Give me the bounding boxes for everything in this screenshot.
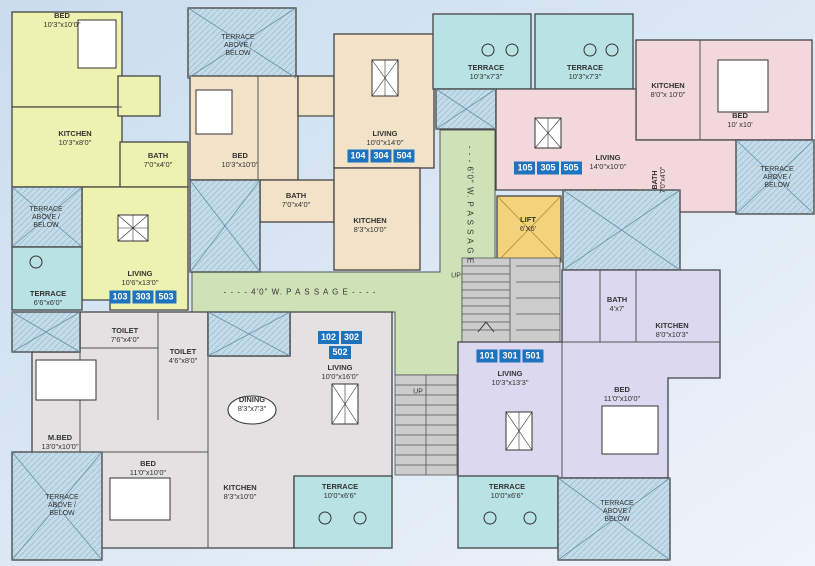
unit-badges-nw: 103 303 503 [109,290,177,304]
unit-badges-se: 101 301 501 [476,349,544,363]
terrace-sw-fill [293,475,393,549]
staircase-east [461,257,561,343]
staircase-south [394,374,458,476]
void-crosses [11,7,815,561]
unit-number: 505 [560,161,582,175]
unit-number: 503 [155,290,177,304]
passage-vertical-label: - - - 6'0" W. P A S S A G E [465,145,475,265]
unit-number: 305 [537,161,559,175]
unit-badges-ne: 105 305 505 [514,161,582,175]
north-walls [12,40,701,180]
unit-number: 304 [370,149,392,163]
unit-number: 303 [132,290,154,304]
stair-up-label-2: UP [413,388,423,396]
unit-badges-cn: 104 304 504 [347,149,415,163]
unit-number: 301 [499,349,521,363]
se-walls [561,270,720,478]
unit-number: 501 [522,349,544,363]
unit-number: 502 [329,346,351,359]
unit-number: 302 [341,331,363,344]
unit-number: 102 [317,331,339,344]
unit-number: 105 [514,161,536,175]
terrace-w-fill [11,246,83,311]
stair-up-label-1: UP [451,272,461,280]
unit-number: 504 [393,149,415,163]
unit-number: 101 [476,349,498,363]
unit-badges-sw: 102 302 502 [313,331,367,359]
furniture [29,19,769,525]
passage-horizontal-label: - - - - 4'0" W. P A S S A G E - - - - [223,287,377,297]
unit-number: 103 [109,290,131,304]
unit-number: 104 [347,149,369,163]
